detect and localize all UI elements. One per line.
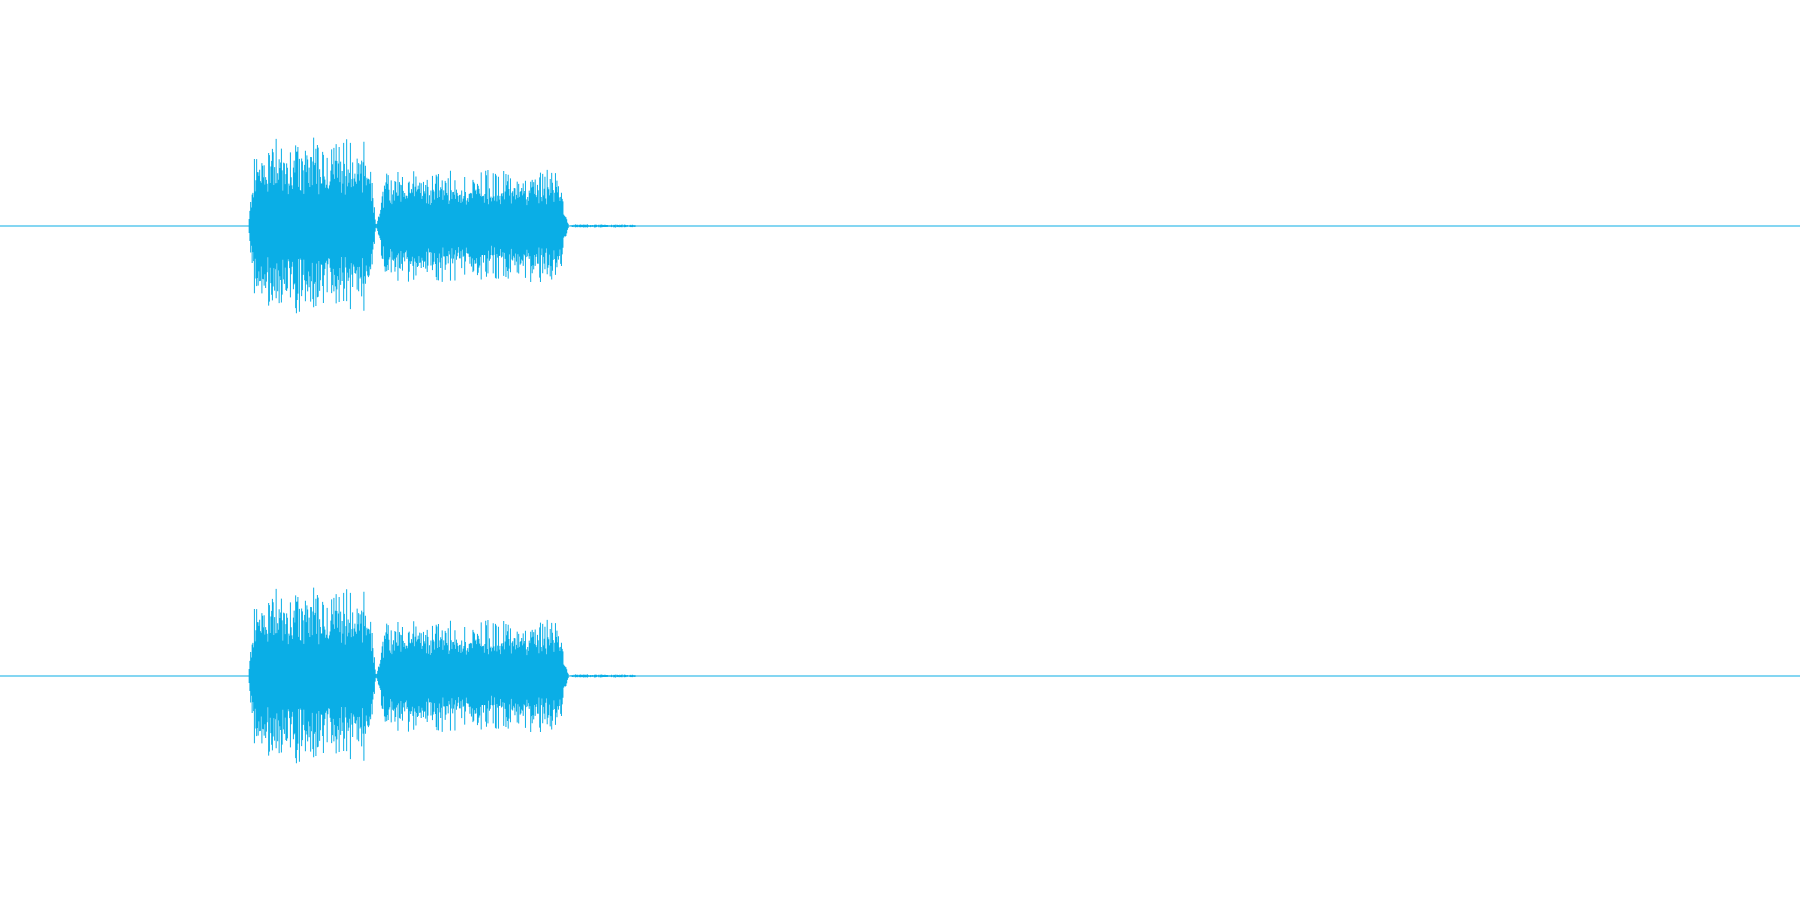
channel-1-segment-2	[376, 169, 569, 282]
channel-2-segment-2	[376, 619, 569, 732]
channel-2-segment-3	[569, 674, 638, 678]
channel-1-segment-1	[248, 137, 377, 314]
channel-1-segment-3	[569, 224, 638, 228]
channel-2-segment-1	[248, 587, 377, 764]
channel-1	[0, 137, 1800, 314]
channel-2	[0, 587, 1800, 764]
